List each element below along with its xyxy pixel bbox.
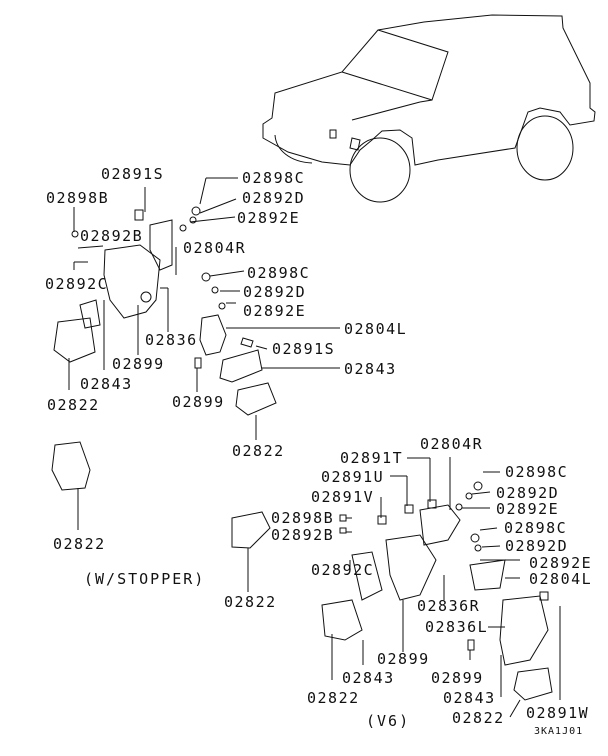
part-label-02822[interactable]: 02822 <box>307 689 360 707</box>
part-label-02892E[interactable]: 02892E <box>529 554 593 572</box>
part-label-02843[interactable]: 02843 <box>443 689 496 707</box>
part-label-02822[interactable]: 02822 <box>47 396 100 414</box>
part-label-02898C[interactable]: 02898C <box>242 169 306 187</box>
part-label-02892E[interactable]: 02892E <box>496 500 560 518</box>
part-label-02892B[interactable]: 02892B <box>271 526 335 544</box>
part-label-02836R[interactable]: 02836R <box>417 597 481 615</box>
part-label-02836[interactable]: 02836 <box>145 331 198 349</box>
part-label-02892C[interactable]: 02892C <box>311 561 375 579</box>
part-label-02892D[interactable]: 02892D <box>505 537 569 555</box>
diagram-code: 3KA1J01 <box>534 726 584 737</box>
part-label-02892E[interactable]: 02892E <box>243 302 307 320</box>
part-label-02898B[interactable]: 02898B <box>46 189 110 207</box>
part-label-02843[interactable]: 02843 <box>342 669 395 687</box>
part-label-02804R[interactable]: 02804R <box>420 435 484 453</box>
part-label-02836L[interactable]: 02836L <box>425 618 489 636</box>
part-label-02892D[interactable]: 02892D <box>496 484 560 502</box>
part-label-02892D[interactable]: 02892D <box>242 189 306 207</box>
part-label-02843[interactable]: 02843 <box>344 360 397 378</box>
stopper-note: (W/STOPPER) <box>84 570 206 588</box>
part-label-02898C[interactable]: 02898C <box>505 463 569 481</box>
part-label-02899[interactable]: 02899 <box>172 393 225 411</box>
part-label-02822[interactable]: 02822 <box>53 535 106 553</box>
part-label-02898B[interactable]: 02898B <box>271 509 335 527</box>
part-label-02891T[interactable]: 02891T <box>340 449 404 467</box>
part-label-02898C[interactable]: 02898C <box>504 519 568 537</box>
part-label-02822[interactable]: 02822 <box>452 709 505 727</box>
part-label-02892E[interactable]: 02892E <box>237 209 301 227</box>
part-label-02898C[interactable]: 02898C <box>247 264 311 282</box>
part-label-02892B[interactable]: 02892B <box>80 227 144 245</box>
middle-mount-group <box>194 270 340 440</box>
part-label-02891S[interactable]: 02891S <box>272 340 336 358</box>
part-label-02899[interactable]: 02899 <box>377 650 430 668</box>
part-label-02804R[interactable]: 02804R <box>183 239 247 257</box>
part-label-02891U[interactable]: 02891U <box>321 468 385 486</box>
part-label-02822[interactable]: 02822 <box>224 593 277 611</box>
part-label-02804L[interactable]: 02804L <box>344 320 408 338</box>
part-label-02891V[interactable]: 02891V <box>311 488 375 506</box>
part-label-02899[interactable]: 02899 <box>431 669 484 687</box>
stopper-mount-group <box>51 441 347 592</box>
v6-note: (V6) <box>366 712 411 730</box>
part-label-02892D[interactable]: 02892D <box>243 283 307 301</box>
part-label-02843[interactable]: 02843 <box>80 375 133 393</box>
part-label-02892C[interactable]: 02892C <box>45 275 109 293</box>
v6-mount-group <box>321 457 561 718</box>
vehicle-illustration <box>262 14 596 203</box>
upper-left-mount-group <box>53 177 238 390</box>
part-label-02822[interactable]: 02822 <box>232 442 285 460</box>
part-label-02899[interactable]: 02899 <box>112 355 165 373</box>
part-label-02804L[interactable]: 02804L <box>529 570 593 588</box>
part-label-02891W[interactable]: 02891W <box>526 704 590 722</box>
part-label-02891S[interactable]: 02891S <box>101 165 165 183</box>
